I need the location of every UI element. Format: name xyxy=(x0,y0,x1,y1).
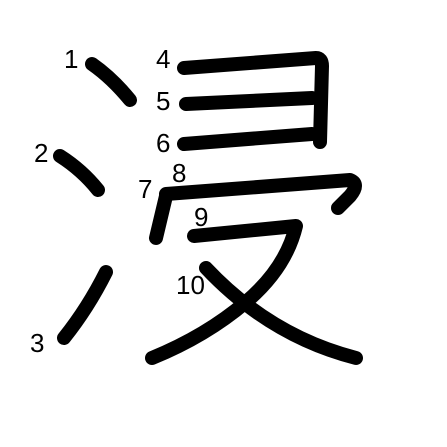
stroke-4 xyxy=(177,51,329,149)
stroke-10 xyxy=(199,261,363,365)
stroke-number-3: 3 xyxy=(30,328,45,358)
stroke-6 xyxy=(177,127,319,151)
stroke-2 xyxy=(53,149,105,197)
stroke-8 xyxy=(159,173,362,215)
stroke-number-6: 6 xyxy=(156,128,171,158)
stroke-number-4: 4 xyxy=(156,44,171,74)
stroke-number-1: 1 xyxy=(64,44,79,74)
stroke-number-7: 7 xyxy=(138,174,153,204)
stroke-number-8: 8 xyxy=(172,158,187,188)
stroke-number-5: 5 xyxy=(156,86,171,116)
stroke-3 xyxy=(57,265,113,345)
stroke-7 xyxy=(149,189,173,245)
stroke-number-9: 9 xyxy=(194,202,209,232)
stroke-5 xyxy=(179,91,319,111)
stroke-1 xyxy=(85,57,137,107)
stroke-number-2: 2 xyxy=(34,138,49,168)
stroke-number-10: 10 xyxy=(176,270,205,300)
